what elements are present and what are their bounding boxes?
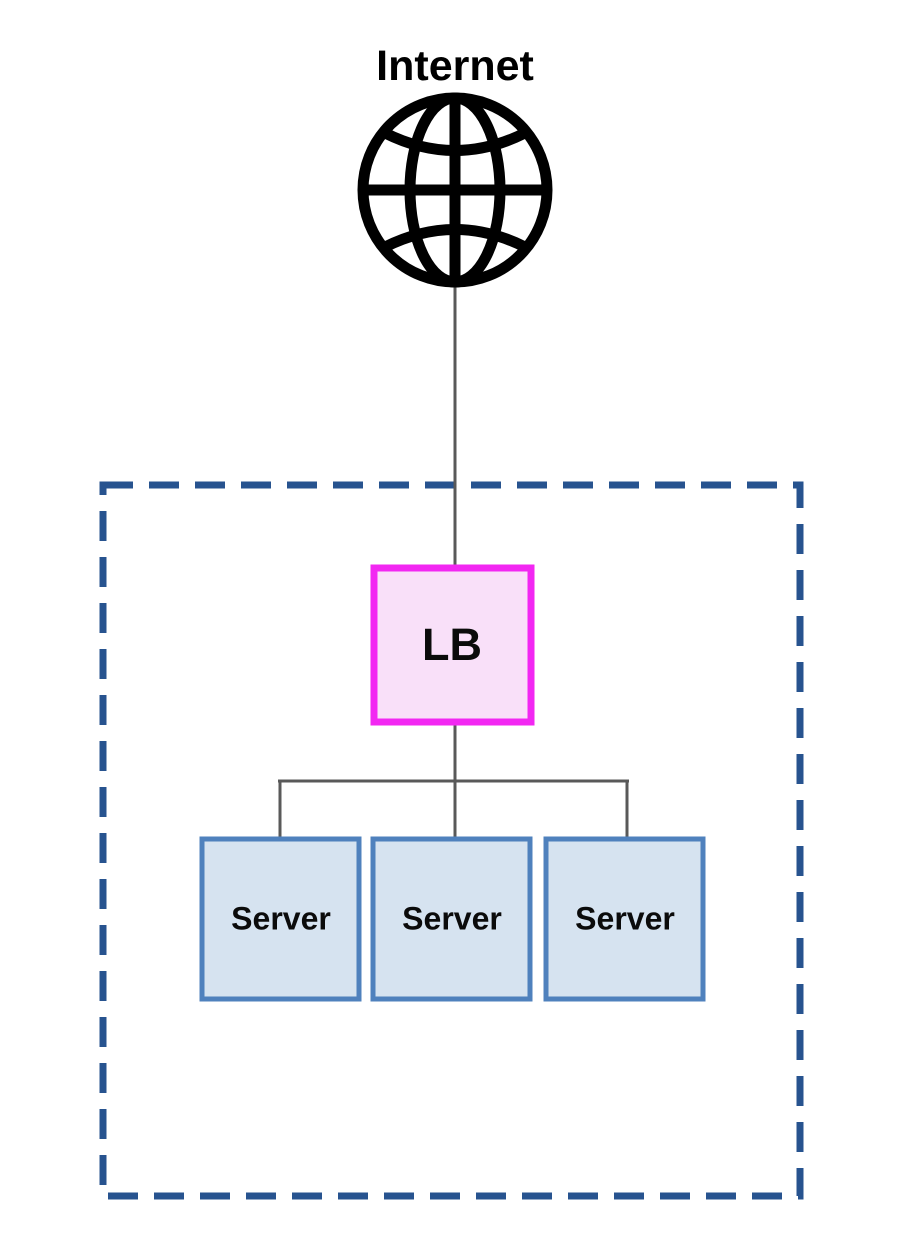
server-box-3[interactable] <box>543 836 706 1002</box>
load-balancer-label: LB <box>422 619 482 670</box>
server-box-1[interactable] <box>199 836 362 1002</box>
server-box-2[interactable] <box>370 836 533 1002</box>
node-server-1[interactable]: Server <box>199 836 362 1002</box>
server-label-2: Server <box>402 900 502 936</box>
load-balancer-box[interactable] <box>370 564 535 726</box>
node-server-2[interactable]: Server <box>370 836 533 1002</box>
dashed-boundary-rect <box>99 481 804 1200</box>
node-load-balancer[interactable]: LB <box>370 564 535 726</box>
server-label-3: Server <box>575 900 675 936</box>
server-label-1: Server <box>231 900 331 936</box>
page-title: Internet <box>376 42 534 90</box>
node-server-3[interactable]: Server <box>543 836 706 1002</box>
globe-icon <box>357 92 553 288</box>
